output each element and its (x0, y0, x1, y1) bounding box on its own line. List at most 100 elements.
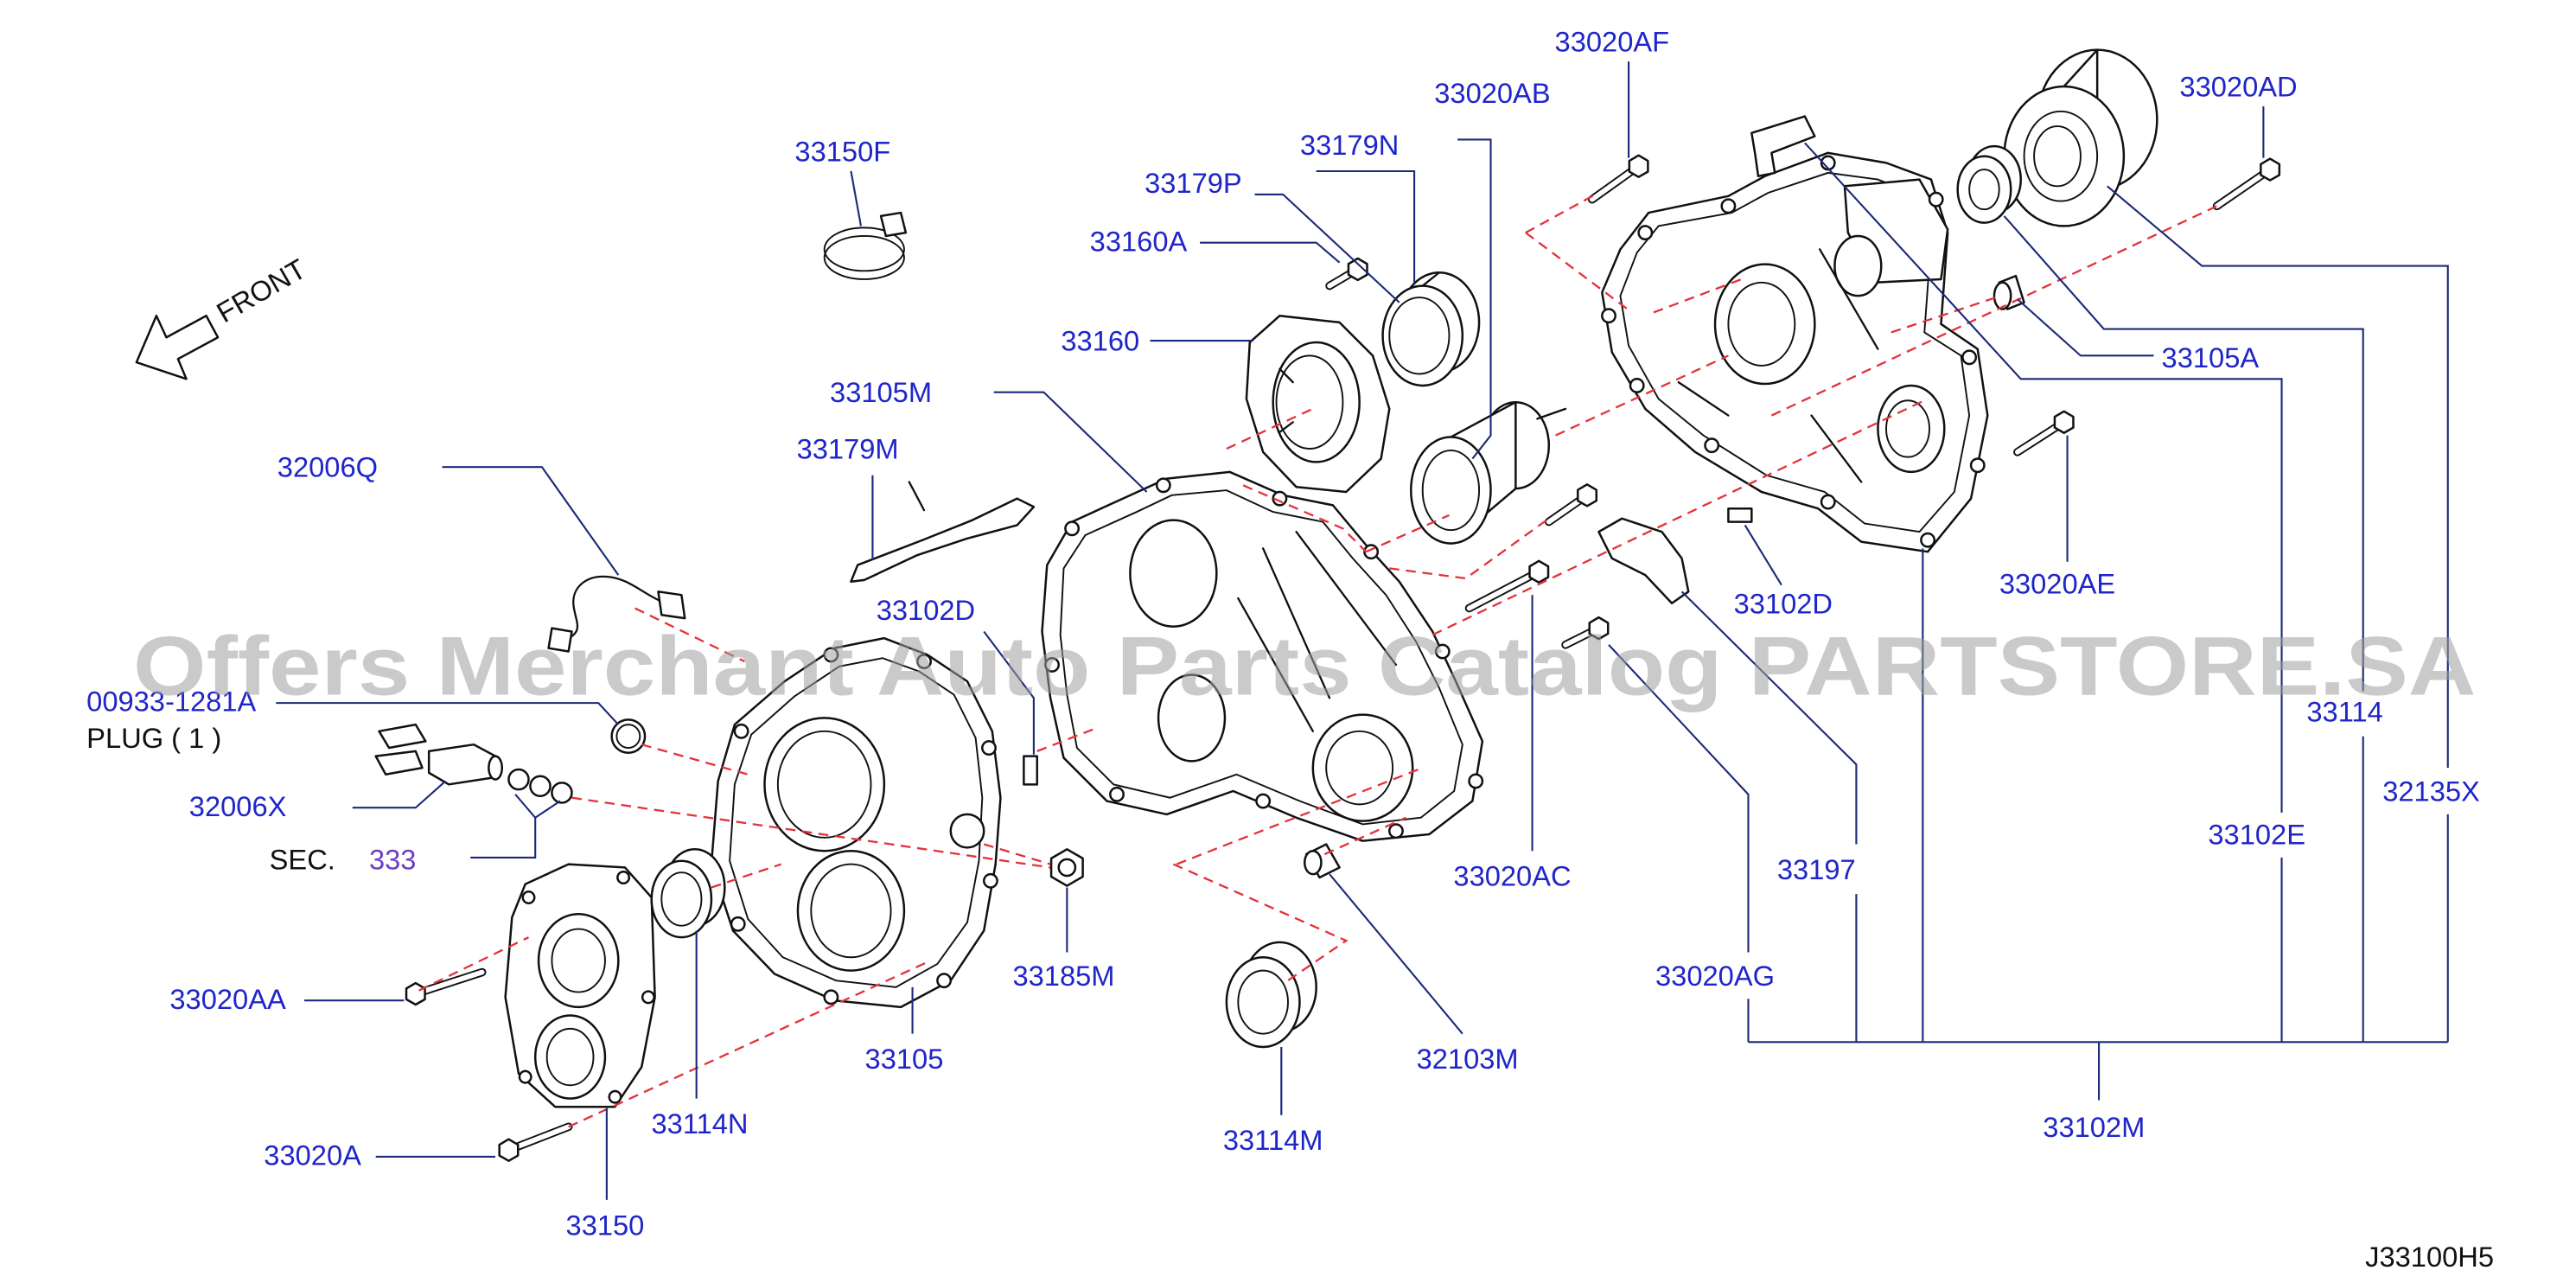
dowel-33102D-left (1023, 755, 1038, 786)
callout-33020AF[interactable]: 33020AF (1555, 26, 1670, 58)
seal-front (650, 859, 713, 939)
small-bearing-front (1956, 155, 2012, 224)
breather-33102E (1750, 115, 1816, 178)
clamp-33150F (823, 211, 908, 280)
front-cover-bore-lower-inner (545, 1027, 595, 1087)
section-number-link[interactable]: 333 (369, 843, 416, 875)
sensor-connector (657, 590, 686, 620)
bracket-body (850, 497, 1036, 584)
callout-33114[interactable]: 33114 (2306, 695, 2382, 727)
bracket-body (1597, 517, 1690, 605)
front-case-bolt-boss (981, 740, 997, 756)
clamp-band-lower (823, 235, 905, 280)
callout-33179P[interactable]: 33179P (1145, 167, 1242, 199)
front-case-bolt-boss (823, 989, 839, 1005)
dash-flange-case (1242, 484, 1368, 553)
center-case-rib (1262, 547, 1331, 699)
callout-33102M[interactable]: 33102M (2043, 1111, 2145, 1143)
clamp-band (823, 227, 905, 272)
callout-33179N[interactable]: 33179N (1300, 129, 1399, 161)
pin-32103M (1303, 843, 1341, 879)
callout-33102E[interactable]: 33102E (2208, 819, 2305, 851)
sensor-wire (564, 575, 663, 642)
bolt-33020AF (1587, 154, 1649, 204)
rear-case-output-bore-inner (1885, 399, 1930, 458)
callout-32006X[interactable]: 32006X (189, 790, 287, 822)
rear-case-bolt-boss (1629, 378, 1645, 393)
callout-33020AA[interactable]: 33020AA (169, 983, 286, 1015)
callout-33020AC[interactable]: 33020AC (1453, 860, 1571, 892)
bolt-33020A (498, 1122, 573, 1162)
callout-33185M[interactable]: 33185M (1012, 960, 1114, 992)
bolt-33020A-head (498, 1138, 520, 1162)
bearing-front (2003, 85, 2126, 227)
bolt-case-head (1576, 483, 1598, 507)
leader-line-layer (276, 61, 2449, 1200)
callout-33160A[interactable]: 33160A (1090, 225, 1188, 257)
callout-33102D-right[interactable]: 33102D (1734, 587, 1833, 619)
rear-case-rib (1818, 248, 1879, 350)
callout-33150F[interactable]: 33150F (794, 135, 890, 167)
callout-33105[interactable]: 33105 (865, 1043, 944, 1075)
callout-33160[interactable]: 33160 (1061, 325, 1139, 357)
sensor-connector-upper (378, 723, 427, 750)
bolt-33020AE-head (2053, 410, 2075, 435)
callout-33020AE[interactable]: 33020AE (1999, 567, 2115, 599)
section-prefix: SEC. (270, 843, 335, 875)
callout-33114N[interactable]: 33114N (652, 1107, 749, 1139)
sensor-body (427, 743, 497, 786)
bolt-33160A (1325, 257, 1368, 290)
rear-case-bolt-boss (1820, 494, 1836, 510)
leader-33102D-right (1744, 524, 1782, 586)
bolt-33020AF-head (1628, 154, 1649, 178)
rear-case-bore (1713, 263, 1816, 386)
callout-33179M[interactable]: 33179M (797, 433, 899, 465)
center-case-output-ring-inner (1325, 730, 1394, 806)
rear-case-rib (1810, 414, 1863, 483)
exploded-path-layer (418, 193, 2218, 1128)
center-case-bolt-boss (1044, 656, 1060, 673)
bracket-tab (908, 481, 926, 512)
front-case-bolt-boss (936, 973, 953, 989)
callout-33020AB[interactable]: 33020AB (1434, 77, 1550, 109)
bearing-32135X (2003, 48, 2158, 227)
front-cover-bolt-hole (641, 990, 655, 1005)
plug-end (1993, 281, 2012, 310)
callout-33197[interactable]: 33197 (1777, 853, 1856, 885)
front-cover-bore-upper-inner (551, 928, 606, 993)
center-case-bore-lower (1157, 673, 1227, 763)
rear-case-rib (1677, 380, 1730, 417)
leader-00933-1281A (276, 702, 620, 725)
center-case-bolt-boss (1388, 823, 1404, 839)
dash-rear-1 (1555, 354, 1729, 437)
leader-33150F (850, 170, 863, 227)
ring-33179N (1381, 271, 1481, 387)
dash-mainshaft (1431, 398, 1929, 636)
rear-case-bolt-boss (1961, 349, 1978, 366)
pin-end (1303, 849, 1323, 876)
dash-32006X (571, 796, 1051, 869)
dash-32103M (1323, 816, 1406, 856)
callout-33102D-left[interactable]: 33102D (877, 594, 975, 626)
callout-33020AD[interactable]: 33020AD (2179, 70, 2297, 102)
sleeve-front (1409, 436, 1492, 545)
front-cover-bolt-hole (616, 870, 631, 884)
rear-case-bolt-boss (1601, 308, 1616, 324)
callout-33020AG[interactable]: 33020AG (1655, 960, 1775, 992)
front-indicator: FRONT (135, 252, 311, 380)
callout-33114M[interactable]: 33114M (1223, 1124, 1323, 1156)
plug-note: PLUG ( 1 ) (86, 722, 221, 754)
dash-32006Q (634, 607, 745, 663)
leader-32006Q (442, 466, 620, 576)
callout-33150[interactable]: 33150 (566, 1209, 645, 1241)
callout-32135X[interactable]: 32135X (2382, 776, 2480, 807)
callout-32006Q[interactable]: 32006Q (277, 451, 378, 483)
callout-00933-1281A[interactable]: 00933-1281A (86, 686, 256, 718)
center-case-rib (1237, 597, 1314, 732)
leader-33114 (2003, 215, 2364, 692)
callout-33020A[interactable]: 33020A (264, 1139, 361, 1171)
callout-33105M[interactable]: 33105M (830, 376, 932, 408)
bolt-33020AC (1464, 559, 1550, 613)
callout-33105A[interactable]: 33105A (2162, 341, 2260, 373)
callout-32103M[interactable]: 32103M (1417, 1043, 1519, 1075)
